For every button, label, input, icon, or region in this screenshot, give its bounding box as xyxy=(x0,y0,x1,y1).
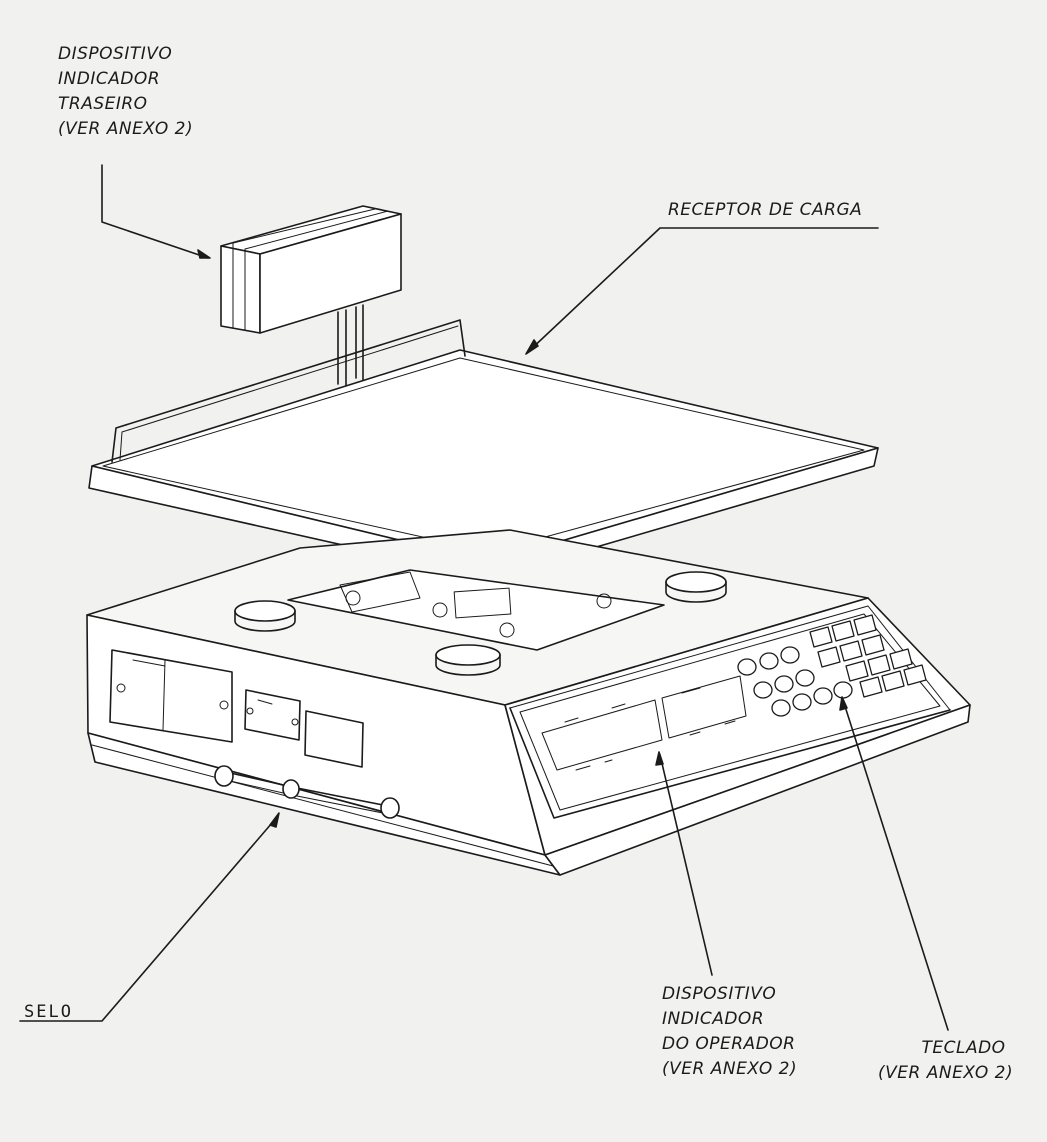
keyboard xyxy=(737,614,927,717)
operator-display xyxy=(541,675,747,771)
scale-body xyxy=(86,529,971,876)
platter-support-knob xyxy=(234,600,296,632)
operator-indicator-label-line: DISPOSITIVO xyxy=(662,984,777,1004)
operator-indicator-label-line: (VER ANEXO 2) xyxy=(662,1059,798,1079)
rear-indicator-label-line: TRASEIRO xyxy=(58,94,148,114)
rear-indicator-label-line: (VER ANEXO 2) xyxy=(58,119,194,139)
operator-indicator-label-line: DO OPERADOR xyxy=(662,1034,796,1054)
keyboard-label-line: TECLADO xyxy=(921,1038,1006,1058)
keyboard-label: TECLADO (VER ANEXO 2) xyxy=(878,1036,1013,1086)
rear-indicator-post xyxy=(337,304,364,387)
load-receiver-label-text: RECEPTOR DE CARGA xyxy=(668,200,863,220)
platter-support-knob xyxy=(435,644,501,676)
operator-indicator-label: DISPOSITIVO INDICADOR DO OPERADOR (VER A… xyxy=(662,982,797,1082)
rear-indicator-label-line: DISPOSITIVO xyxy=(58,44,173,64)
rear-indicator-box xyxy=(220,205,402,334)
keyboard-label-line: (VER ANEXO 2) xyxy=(878,1063,1014,1083)
platter-support-knob xyxy=(665,571,727,603)
seal-wire xyxy=(214,765,400,819)
rear-indicator-label-line: INDICADOR xyxy=(58,69,161,89)
seal-label: SELO xyxy=(24,1002,73,1022)
leader-lines xyxy=(19,164,949,1031)
load-receiver-label: RECEPTOR DE CARGA xyxy=(668,198,862,223)
operator-indicator-label-line: INDICADOR xyxy=(662,1009,765,1029)
rear-indicator-label: DISPOSITIVO INDICADOR TRASEIRO (VER ANEX… xyxy=(58,42,193,142)
